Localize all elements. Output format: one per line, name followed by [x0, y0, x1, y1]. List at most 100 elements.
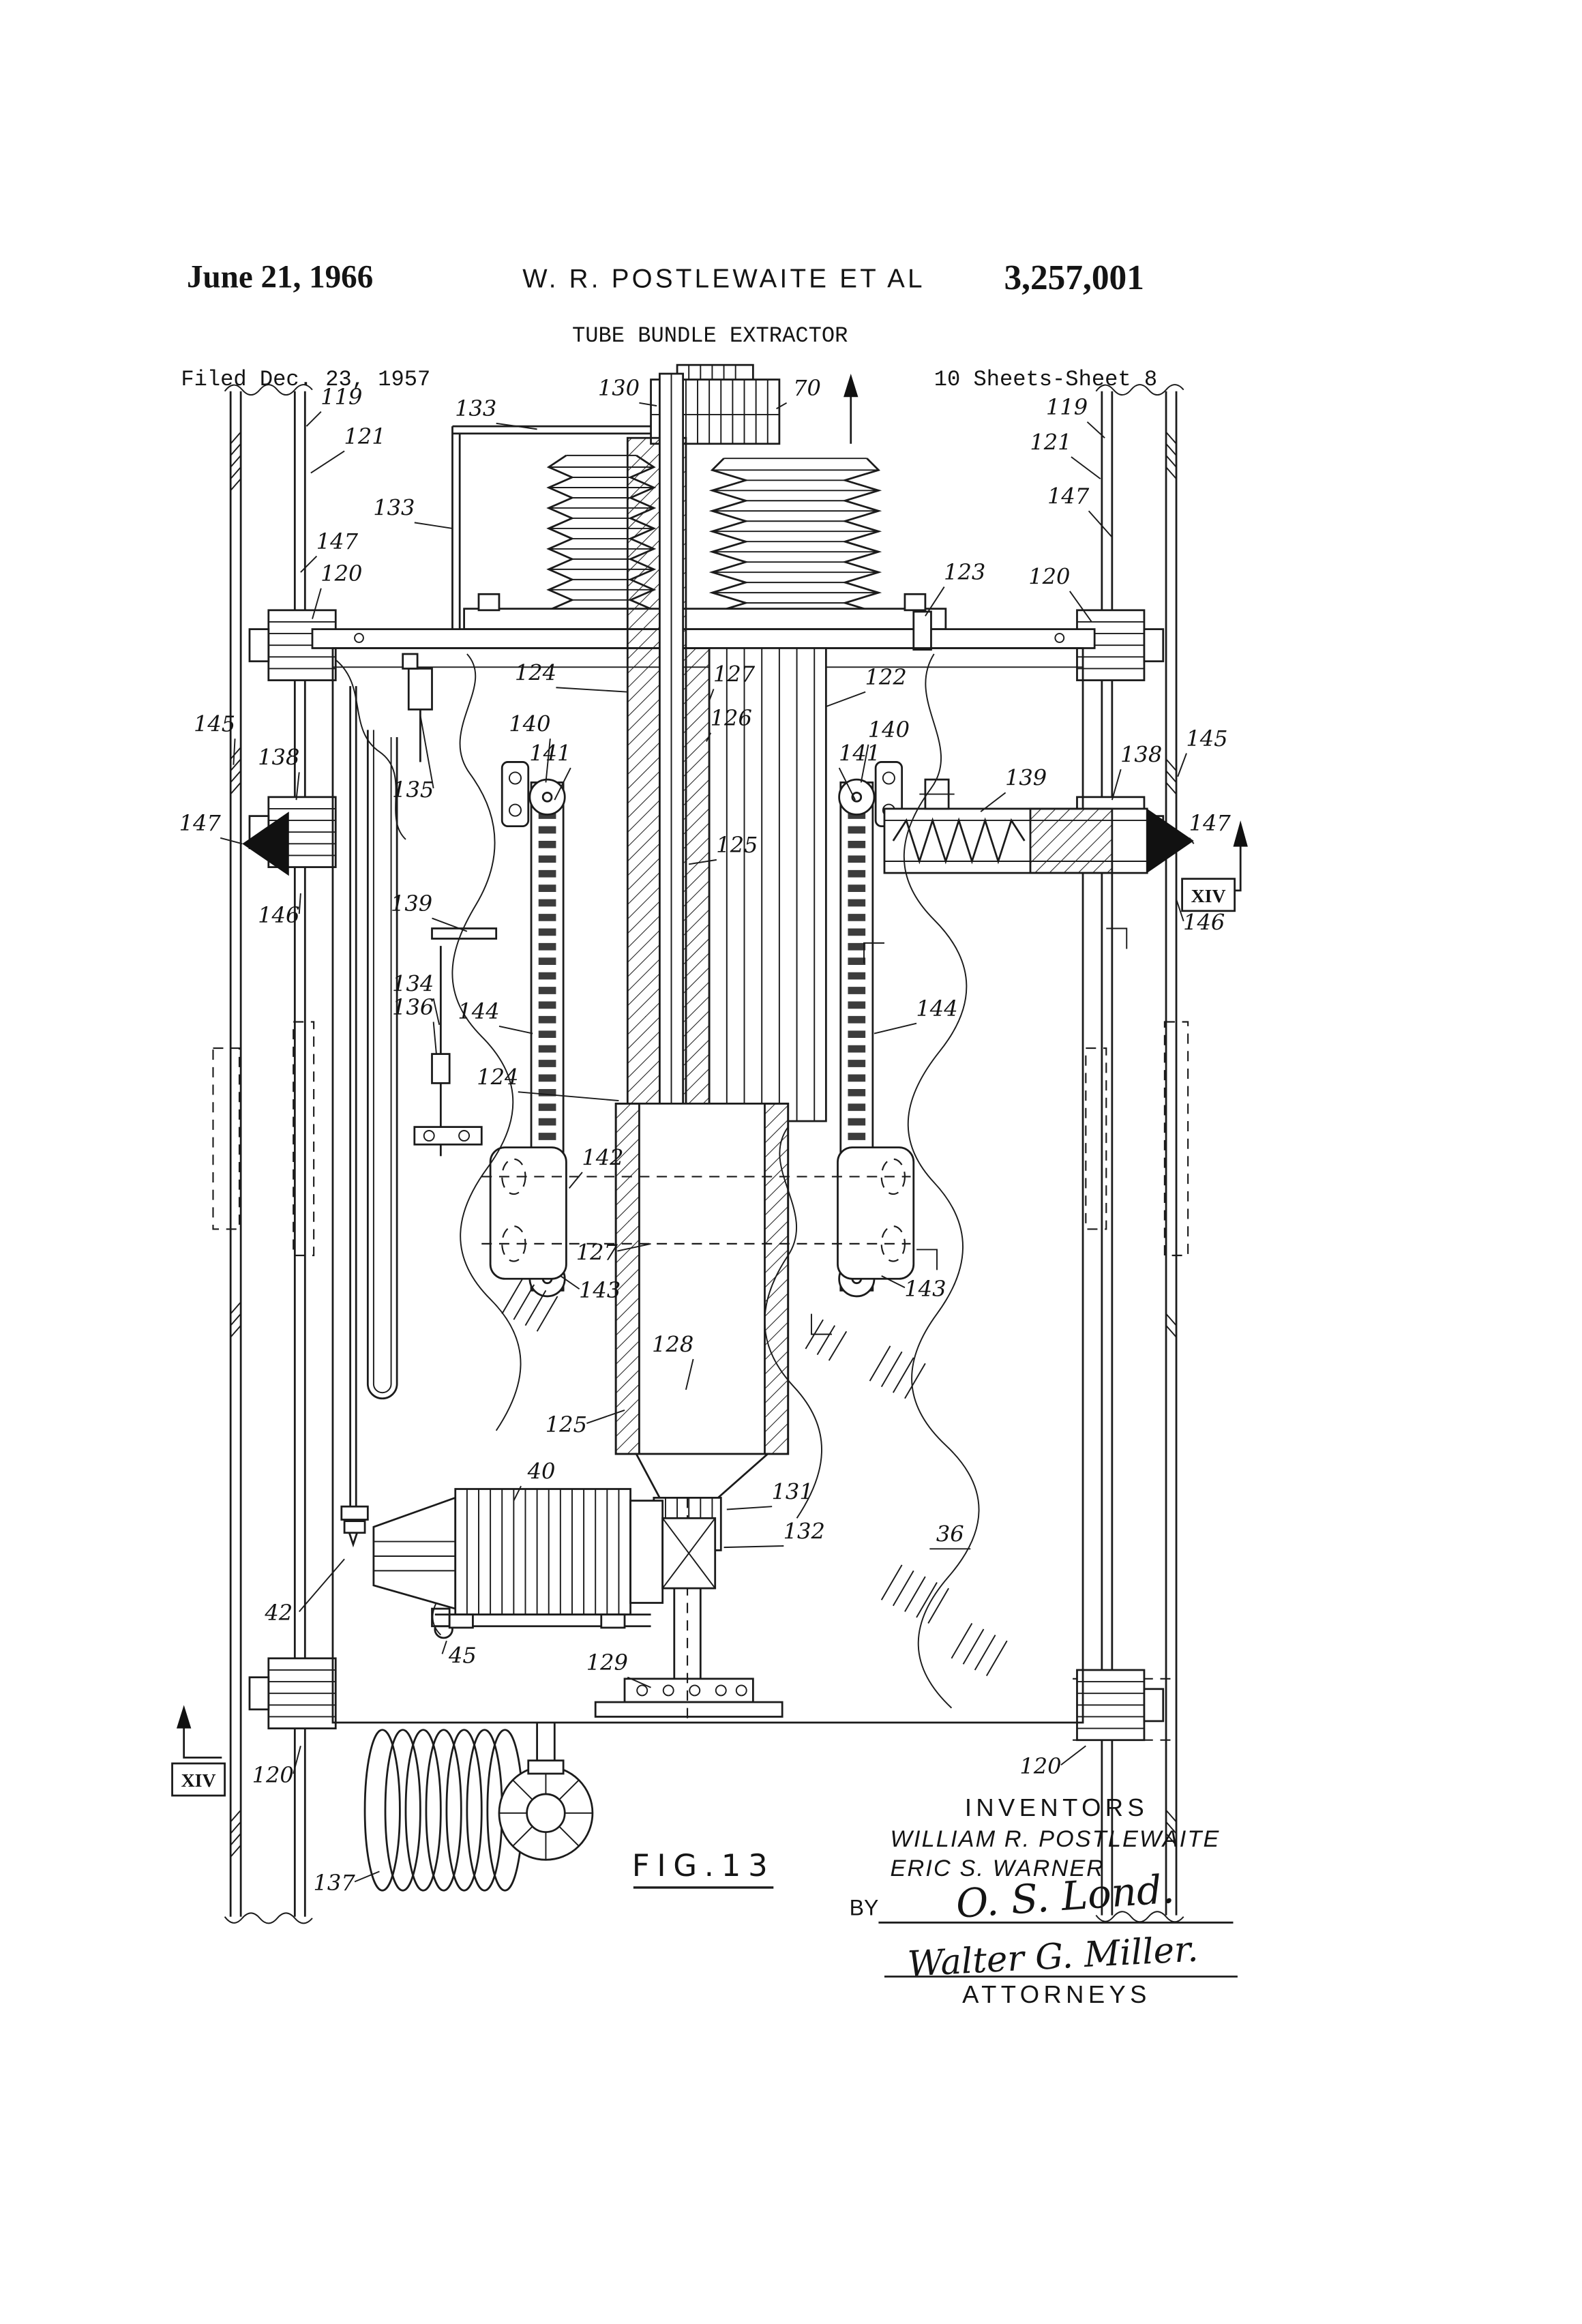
ref-label-139: 139	[391, 891, 432, 917]
section-label-left: XIV	[181, 1770, 216, 1791]
bellows-right	[708, 458, 882, 614]
leader-line	[639, 402, 657, 407]
leader-line	[545, 739, 551, 783]
attorneys-label: ATTORNEYS	[962, 1980, 1151, 2008]
ref-label-124: 124	[477, 1064, 518, 1090]
main-cylinder	[708, 647, 827, 1122]
leader-line	[432, 917, 468, 932]
leader-line	[513, 1485, 522, 1502]
ref-label-143: 143	[579, 1277, 621, 1303]
left-rail	[212, 384, 337, 1924]
central-assembly	[594, 372, 827, 1723]
leader-line	[874, 1022, 917, 1034]
hatched-sleeve	[685, 647, 711, 1122]
ref-label-141: 141	[529, 740, 571, 766]
ref-label-36: 36	[936, 1521, 964, 1547]
leader-line	[432, 1022, 437, 1054]
leader-line	[299, 1558, 345, 1612]
ref-label-140: 140	[868, 717, 910, 743]
leader-line	[295, 772, 300, 801]
section-arrow-left	[176, 1705, 192, 1729]
patent-title: TUBE BUNDLE EXTRACTOR	[572, 323, 848, 348]
leader-line	[441, 1640, 447, 1654]
patent-number: 3,257,001	[1004, 258, 1144, 297]
chain-assembly-right	[481, 761, 915, 1298]
leader-line	[432, 998, 441, 1025]
section-marker-right: XIV	[1181, 820, 1248, 912]
leader-line	[627, 1676, 651, 1688]
patent-date: June 21, 1966	[187, 260, 373, 295]
ref-label-147: 147	[179, 810, 222, 836]
ref-label-137: 137	[313, 1870, 355, 1896]
leader-line	[1111, 769, 1122, 801]
rail-roller	[248, 1657, 337, 1729]
ref-label-134: 134	[392, 971, 434, 997]
ref-label-120: 120	[1019, 1753, 1061, 1779]
leader-line	[925, 586, 945, 616]
leader-line	[1177, 753, 1187, 777]
leader-line	[233, 739, 236, 765]
ref-label-143: 143	[904, 1276, 946, 1302]
ref-label-120: 120	[252, 1762, 294, 1788]
rod-bracket	[413, 1126, 483, 1146]
top-assembly	[311, 363, 1096, 651]
up-arrow-head	[844, 374, 859, 398]
ref-label-146: 146	[1183, 910, 1225, 936]
ref-label-132: 132	[783, 1518, 825, 1544]
leader-line	[298, 893, 301, 914]
cable-coil	[363, 1723, 594, 1892]
ref-label-147: 147	[316, 528, 359, 554]
ref-label-119: 119	[1046, 394, 1088, 420]
support-bracket	[451, 425, 651, 637]
ref-label-139: 139	[1005, 765, 1047, 791]
figure-caption-text: FIG.13	[632, 1847, 775, 1883]
piping	[340, 653, 483, 1639]
leader-line	[498, 1025, 533, 1034]
leader-line	[1069, 591, 1092, 623]
ref-label-145: 145	[1186, 726, 1227, 751]
leader-line	[1071, 456, 1101, 479]
leader-line	[568, 1172, 583, 1189]
ref-label-128: 128	[652, 1331, 693, 1357]
pointer-right	[1147, 808, 1194, 874]
leader-line	[586, 1410, 625, 1425]
ref-label-121: 121	[1030, 429, 1071, 455]
top-plate	[311, 628, 1096, 649]
ref-label-123: 123	[944, 559, 985, 585]
leader-line	[1176, 899, 1184, 922]
section-marker-left: XIV	[171, 1705, 226, 1797]
ref-label-121: 121	[344, 423, 385, 449]
screw-assembly	[242, 778, 1194, 940]
motor	[372, 1488, 717, 1629]
base-plate	[594, 1701, 783, 1718]
leader-line	[723, 1545, 784, 1549]
chain-assembly-left	[489, 761, 567, 1298]
ref-label-127: 127	[576, 1239, 618, 1265]
footer: INVENTORS WILLIAM R. POSTLEWAITE ERIC S.…	[850, 1793, 1238, 2008]
valve	[407, 668, 433, 711]
leader-line	[310, 450, 345, 474]
leader-line	[220, 837, 243, 845]
leader-line	[354, 1871, 380, 1883]
inventors-heading: INVENTORS	[965, 1793, 1148, 1821]
ref-label-127: 127	[713, 661, 756, 687]
ref-label-147: 147	[1047, 483, 1090, 509]
leader-line	[560, 1275, 580, 1290]
leader-line	[838, 767, 856, 801]
pointer-left	[242, 811, 289, 876]
ref-label-45: 45	[448, 1642, 477, 1668]
leader-line	[312, 588, 322, 619]
chain-bracket-lower	[837, 1146, 915, 1280]
leader-line	[556, 687, 628, 693]
leader-line	[300, 555, 318, 573]
inventor-name-1: WILLIAM R. POSTLEWAITE	[891, 1826, 1221, 1852]
leader-line	[414, 522, 453, 529]
by-label: BY	[850, 1896, 879, 1920]
ref-label-40: 40	[527, 1459, 556, 1485]
ref-label-130: 130	[598, 375, 640, 401]
ref-label-119: 119	[320, 384, 362, 410]
pipe-fitting	[340, 1505, 369, 1521]
leader-line	[305, 411, 322, 427]
ref-label-135: 135	[392, 777, 434, 803]
